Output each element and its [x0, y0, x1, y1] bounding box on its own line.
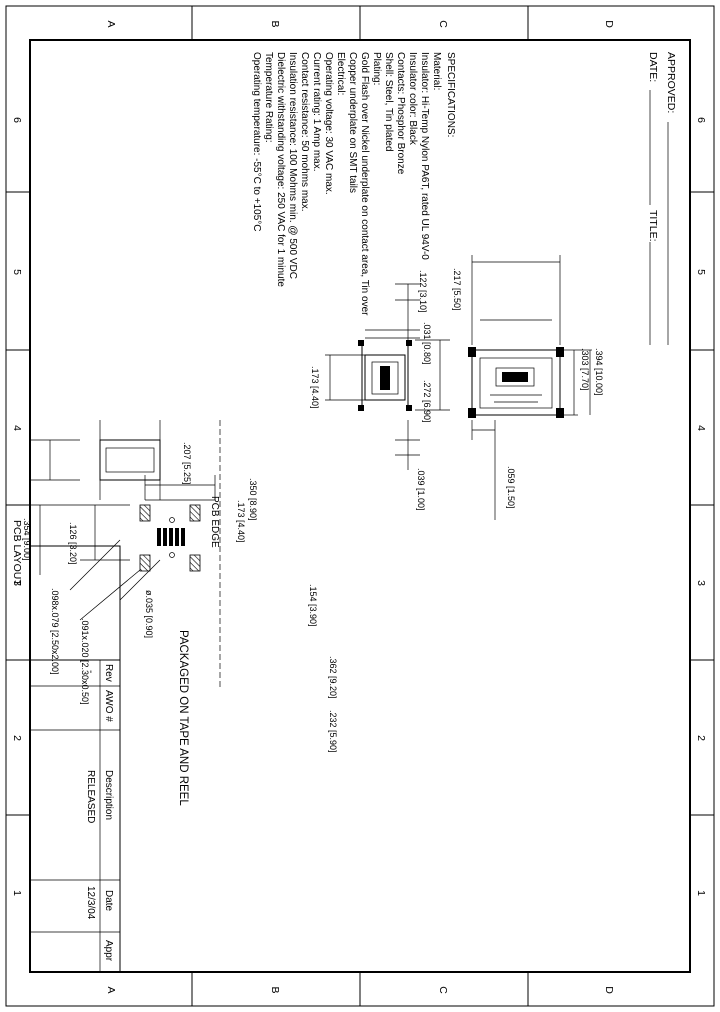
zone-col-4-bottom: 4: [11, 425, 23, 431]
zone-row-c-left: C: [437, 20, 449, 28]
rev-header-appr: Appr: [103, 940, 114, 962]
dim-0207: .207 [5.25]: [182, 442, 192, 485]
dim-0173b: .173 [4.40]: [236, 500, 246, 543]
spec-line-14: Dielectric withstanding voltage: 250 VAC…: [275, 52, 286, 287]
connector-side-view: [325, 283, 450, 470]
dim-0354: .354 [9.00]: [22, 518, 32, 561]
zone-col-2-bottom: 2: [11, 735, 23, 741]
title-label: TITLE:: [647, 210, 659, 242]
zone-row-b-right: B: [269, 986, 281, 993]
dim-0217: .217 [5.50]: [452, 268, 462, 311]
pcb-layout-view: [30, 420, 221, 690]
zone-col-4-top: 4: [695, 425, 707, 431]
dim-0272: .272 [6.90]: [422, 380, 432, 423]
spec-line-7: Gold Flash over Nickel underplate on con…: [359, 52, 370, 316]
zone-labels: 6 5 4 3 2 1 6 5 4 3 2 1 D C B A D C B A: [11, 20, 707, 994]
dim-0362: .362 [9.20]: [328, 656, 338, 699]
spec-line-10: Operating voltage: 30 VAC max.: [323, 52, 334, 195]
zone-row-a-left: A: [105, 20, 117, 27]
spec-heading: SPECIFICATIONS:: [445, 52, 456, 137]
rev-header-description: Description: [103, 770, 114, 820]
pcb-edge-label: PCB EDGE: [209, 496, 220, 548]
spec-line-3: Insulator color: Black: [407, 52, 418, 146]
rev-header-rev: Rev: [103, 664, 114, 682]
dim-0173a: .173 [4.40]: [310, 366, 320, 409]
spec-line-4: Contacts: Phosphor Bronze: [395, 52, 406, 175]
dim-0232: .232 [5.90]: [328, 710, 338, 753]
packaged-label: PACKAGED ON TAPE AND REEL: [177, 630, 189, 806]
title-block-frame: [29, 545, 121, 973]
zone-col-6-bottom: 6: [11, 117, 23, 123]
rev-row-date: 12/3/04: [85, 886, 96, 920]
pcb-layout-label: PCB LAYOUT: [11, 520, 23, 586]
zone-col-3-bottom: 3: [11, 580, 23, 586]
spec-line-9: Electrical:: [335, 52, 346, 95]
zone-col-5-top: 5: [695, 269, 707, 275]
zone-col-1-top: 1: [695, 890, 707, 896]
zone-col-2-top: 2: [695, 735, 707, 741]
tape-reel-pocket-view: [30, 420, 161, 500]
specifications-block: SPECIFICATIONS: Material: Insulator: Hi-…: [251, 52, 456, 316]
rev-row-description: RELEASED: [85, 770, 96, 823]
spec-line-13: Insulation resistance: 100 Mohms min. @ …: [287, 52, 298, 279]
dim-0303: .303 [7.70]: [580, 348, 590, 391]
dim-0122: .122 [3.10]: [418, 270, 428, 313]
zone-row-c-right: C: [437, 986, 449, 994]
zone-col-1-bottom: 1: [11, 890, 23, 896]
approval-block: APPROVED: DATE: TITLE:: [647, 52, 677, 345]
dim-0126: .126 [3.20]: [68, 522, 78, 565]
rev-row-rev: -: [85, 670, 96, 673]
rev-header-awo: AWO #: [103, 690, 114, 722]
revision-headers: Rev AWO # Description Date Appr - RELEAS…: [85, 664, 114, 962]
zone-ticks: [6, 6, 714, 1006]
dim-0031: .031 [0.80]: [422, 322, 432, 365]
zone-row-b-left: B: [269, 20, 281, 27]
dim-0154: .154 [3.90]: [308, 584, 318, 627]
dim-0098: .098x.079 [2.50x2.00]: [50, 588, 60, 675]
dim-0394: .394 [10.00]: [594, 348, 604, 396]
zone-col-5-bottom: 5: [11, 269, 23, 275]
date-label: DATE:: [647, 52, 659, 82]
zone-row-d-left: D: [603, 20, 615, 28]
approved-label: APPROVED:: [665, 52, 677, 113]
dim-0091: .091x.020 [2.30x0.50]: [80, 618, 90, 705]
spec-line-1: Material:: [431, 52, 442, 90]
zone-col-3-top: 3: [695, 580, 707, 586]
zone-col-6-top: 6: [695, 117, 707, 123]
spec-line-5: Shell: Steel, Tin plated: [383, 52, 394, 152]
dim-0350: .350 [8.90]: [248, 478, 258, 521]
spec-line-12: Contact resistance: 50 mohms max.: [299, 52, 310, 212]
spec-line-6: Plating:: [371, 52, 382, 85]
spec-line-15: Temperature Rating:: [263, 52, 274, 143]
zone-row-a-right: A: [105, 986, 117, 993]
connector-top-view: [468, 255, 592, 520]
dim-0035: ø.035 [0.90]: [144, 590, 154, 638]
spec-line-8: Copper underplate on SMT tails: [347, 52, 358, 193]
spec-line-2: Insulator: Hi-Temp Nylon PA6T, rated UL …: [419, 52, 430, 260]
rev-header-date: Date: [103, 890, 114, 912]
dim-0039: .039 [1.00]: [416, 468, 426, 511]
spec-line-16: Operating temperature: -55°C to +105°C: [251, 52, 262, 231]
spec-line-11: Current rating: 1 Amp max.: [311, 52, 322, 172]
zone-row-d-right: D: [603, 986, 615, 994]
dim-0059: .059 [1.50]: [506, 466, 516, 509]
